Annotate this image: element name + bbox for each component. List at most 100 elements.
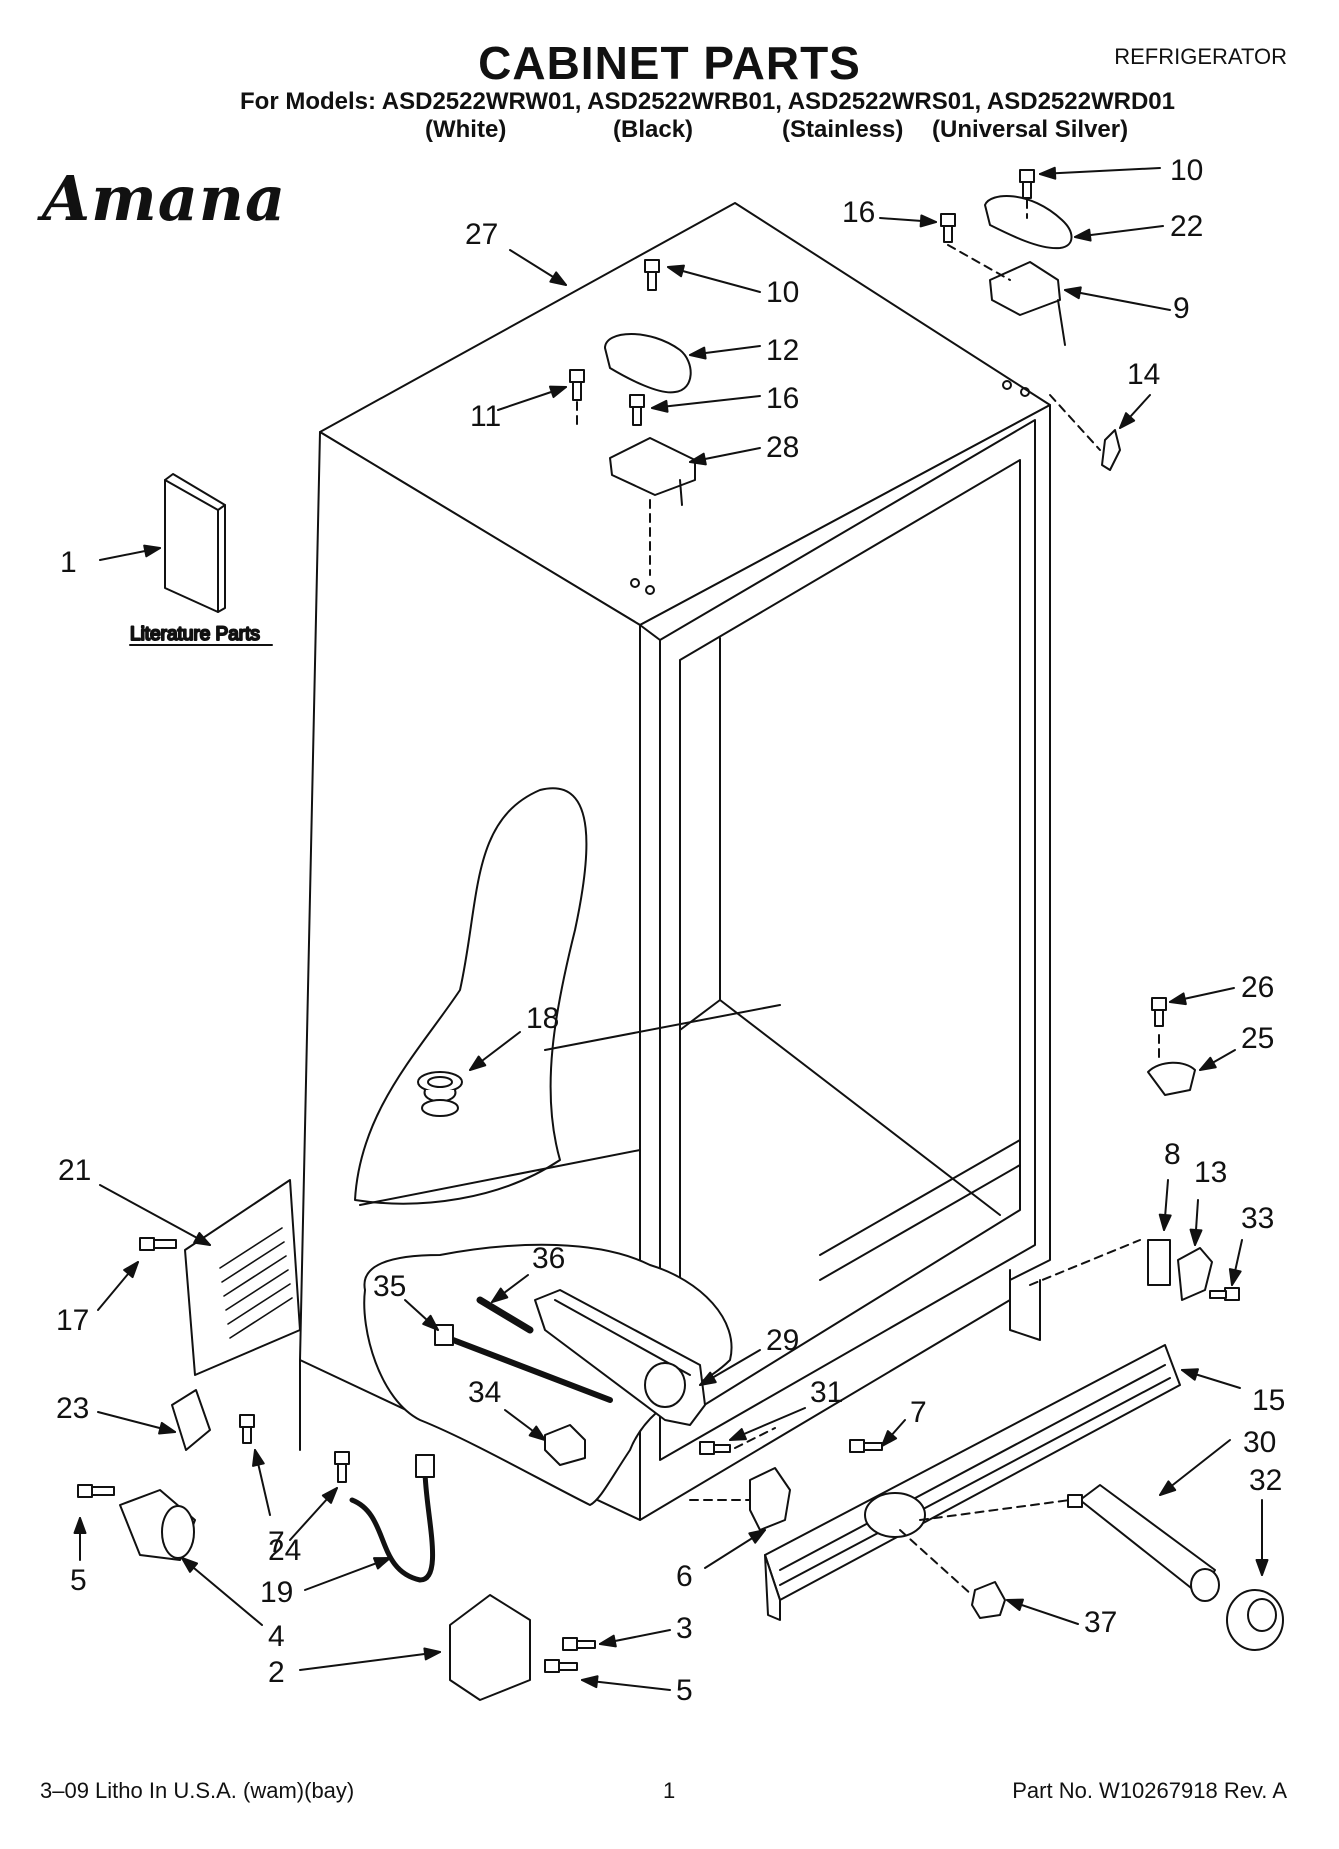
literature-parts-label: Literature Parts <box>130 624 260 645</box>
appliance-type: REFRIGERATOR <box>1114 44 1287 69</box>
callout-label-17: 17 <box>56 1304 89 1337</box>
top-hinge-parts <box>569 169 1121 576</box>
callout-arrowhead-10 <box>1039 166 1057 180</box>
callout-arrowhead-32 <box>1255 1558 1269 1576</box>
page-title: CABINET PARTS <box>478 37 861 89</box>
callout-arrowhead-5 <box>581 1675 599 1689</box>
callout-label-10: 10 <box>1170 154 1203 187</box>
callout-arrowhead-16 <box>919 214 937 228</box>
callout-arrowhead-30 <box>1159 1480 1177 1496</box>
callout-label-10: 10 <box>766 276 799 309</box>
callout-label-3: 3 <box>676 1612 693 1645</box>
variant-black: (Black) <box>613 116 694 143</box>
callout-label-24: 24 <box>268 1534 301 1567</box>
callout-arrowhead-37 <box>1006 1598 1024 1612</box>
callout-arrowhead-34 <box>528 1425 546 1441</box>
variant-universal-silver: (Universal Silver) <box>932 116 1129 143</box>
callout-label-15: 15 <box>1252 1384 1285 1417</box>
callout-arrowhead-35 <box>422 1314 439 1331</box>
callout-leader-9 <box>1064 289 1171 311</box>
callout-arrowhead-17 <box>123 1261 139 1279</box>
callout-arrowhead-6 <box>748 1529 766 1544</box>
callout-leader-16 <box>651 395 761 409</box>
callout-arrowhead-22 <box>1074 228 1092 242</box>
callout-label-34: 34 <box>468 1376 501 1409</box>
callout-labels: 1234556778910101112131415161617181921222… <box>56 154 1285 1707</box>
callout-arrowhead-21 <box>193 1231 211 1246</box>
callout-label-28: 28 <box>766 431 799 464</box>
callout-label-33: 33 <box>1241 1202 1274 1235</box>
callout-arrowhead-23 <box>158 1421 176 1435</box>
callout-arrowhead-31 <box>729 1428 747 1441</box>
brand-logo: Amana <box>42 162 287 235</box>
callout-label-35: 35 <box>373 1270 406 1303</box>
callout-arrowhead-33 <box>1228 1268 1242 1286</box>
callout-arrowhead-10 <box>667 264 685 278</box>
right-lower-parts <box>689 997 1284 1651</box>
callout-label-27: 27 <box>465 218 498 251</box>
callout-leader-21 <box>99 1184 211 1246</box>
callout-label-1: 1 <box>60 546 77 579</box>
variant-white: (White) <box>425 116 507 143</box>
callout-label-8: 8 <box>1164 1138 1181 1171</box>
callout-arrowhead-5 <box>73 1517 87 1535</box>
callout-arrowhead-25 <box>1199 1056 1217 1071</box>
callout-label-25: 25 <box>1241 1022 1274 1055</box>
callout-label-31: 31 <box>810 1376 843 1409</box>
callout-label-13: 13 <box>1194 1156 1227 1189</box>
left-lower-parts <box>77 1179 596 1701</box>
callout-arrowhead-27 <box>549 271 567 286</box>
callout-label-22: 22 <box>1170 210 1203 243</box>
callout-label-29: 29 <box>766 1324 799 1357</box>
callout-label-7: 7 <box>910 1396 927 1429</box>
callout-arrowhead-9 <box>1064 286 1082 300</box>
callout-label-36: 36 <box>532 1242 565 1275</box>
callout-arrowhead-7 <box>252 1449 265 1467</box>
callout-label-23: 23 <box>56 1392 89 1425</box>
callout-arrowhead-28 <box>689 452 707 466</box>
callout-label-6: 6 <box>676 1560 693 1593</box>
callout-arrowhead-11 <box>549 385 567 399</box>
callout-arrowhead-36 <box>491 1287 509 1303</box>
callout-label-37: 37 <box>1084 1606 1117 1639</box>
callout-arrowhead-7 <box>881 1430 898 1447</box>
callout-arrowhead-29 <box>699 1371 717 1386</box>
callout-arrowhead-16 <box>651 399 669 413</box>
cabinet-body <box>299 202 1051 1521</box>
callout-label-9: 9 <box>1173 292 1190 325</box>
callout-leader-4 <box>181 1557 263 1626</box>
callout-label-11: 11 <box>470 400 501 433</box>
callout-arrowhead-19 <box>373 1557 391 1570</box>
page-number: 1 <box>663 1778 676 1803</box>
callout-label-18: 18 <box>526 1002 559 1035</box>
callout-arrowhead-4 <box>181 1557 199 1573</box>
callout-leader-2 <box>299 1651 441 1671</box>
callout-arrowhead-18 <box>469 1055 487 1071</box>
callout-label-7: 7 <box>268 1526 285 1559</box>
callout-label-4: 4 <box>268 1620 285 1653</box>
callout-label-19: 19 <box>260 1576 293 1609</box>
variant-stainless: (Stainless) <box>782 116 904 143</box>
callout-arrowhead-26 <box>1169 992 1187 1006</box>
callout-arrowhead-24 <box>321 1487 338 1504</box>
callout-label-32: 32 <box>1249 1464 1282 1497</box>
callout-arrowhead-2 <box>423 1647 441 1661</box>
callout-leaders <box>73 166 1269 1691</box>
footer-litho: 3–09 Litho In U.S.A. (wam)(bay) <box>40 1778 355 1803</box>
part-number: Part No. W10267918 Rev. A <box>1012 1778 1287 1803</box>
callout-arrowhead-3 <box>599 1634 617 1648</box>
literature-parts-book <box>164 473 226 613</box>
callout-label-26: 26 <box>1241 971 1274 1004</box>
callout-label-5: 5 <box>676 1674 693 1707</box>
callout-label-14: 14 <box>1127 358 1160 391</box>
callout-label-2: 2 <box>268 1656 285 1689</box>
callout-leader-10 <box>1039 167 1161 175</box>
callout-arrowhead-12 <box>689 346 707 360</box>
callout-label-12: 12 <box>766 334 799 367</box>
model-list: For Models: ASD2522WRW01, ASD2522WRB01, … <box>240 88 1175 115</box>
callout-label-5: 5 <box>70 1564 87 1597</box>
callout-arrowhead-8 <box>1158 1213 1172 1231</box>
callout-arrowhead-14 <box>1119 412 1136 429</box>
internal-parts <box>417 1071 776 1466</box>
